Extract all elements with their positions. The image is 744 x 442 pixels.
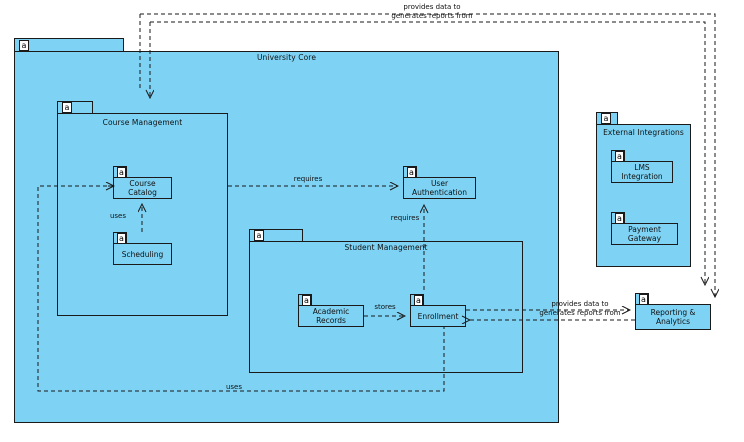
component-label-user-authentication: User Authentication [411, 179, 468, 197]
badge-icon-course-catalog: a [117, 166, 126, 178]
package-title-course-management: Course Management [102, 118, 183, 127]
badge-icon-academic-records: a [302, 294, 311, 306]
edge-label-top-provides: provides data to [403, 3, 461, 11]
component-body-payment-gateway: Payment Gateway [611, 223, 678, 245]
component-tab-academic-records: a [298, 294, 312, 306]
component-label-academic-records: Academic Records [312, 307, 350, 325]
package-tab-student-management: a [249, 229, 303, 241]
component-tab-user-authentication: a [403, 166, 417, 178]
package-tab-external-integrations: a [596, 112, 618, 124]
badge-icon-lms-integration: a [615, 150, 624, 162]
component-body-scheduling: Scheduling [113, 243, 172, 265]
package-body-external-integrations [596, 124, 691, 267]
component-body-user-authentication: User Authentication [403, 177, 476, 199]
component-tab-payment-gateway: a [611, 212, 625, 224]
badge-icon-enrollment: a [414, 294, 423, 306]
edge-label-top-generates: generates reports from [391, 12, 473, 20]
component-body-reporting-analytics: Reporting & Analytics [635, 304, 711, 330]
component-tab-enrollment: a [410, 294, 424, 306]
edge-label-requires-enrollment-auth: requires [390, 214, 420, 222]
edge-label-requires-catalog-auth: requires [293, 175, 323, 183]
package-title-student-management: Student Management [344, 243, 428, 252]
component-label-reporting-analytics: Reporting & Analytics [650, 308, 696, 326]
package-title-university-core: University Core [256, 53, 317, 62]
edge-label-stores: stores [374, 303, 396, 311]
component-tab-reporting-analytics: a [635, 293, 649, 305]
component-tab-scheduling: a [113, 232, 127, 244]
component-tab-lms-integration: a [611, 150, 625, 162]
component-label-scheduling: Scheduling [121, 249, 164, 259]
component-body-lms-integration: LMS Integration [611, 161, 673, 183]
package-tab-university-core: a [14, 38, 124, 51]
component-body-enrollment: Enrollment [410, 305, 466, 327]
edge-label-uses-bottom: uses [225, 383, 243, 391]
package-body-course-management [57, 113, 228, 316]
badge-icon-user-authentication: a [407, 166, 416, 178]
component-label-payment-gateway: Payment Gateway [627, 225, 662, 243]
component-label-enrollment: Enrollment [417, 311, 459, 321]
badge-icon-student-management: a [254, 230, 264, 241]
badge-icon-payment-gateway: a [615, 212, 624, 224]
badge-icon-reporting-analytics: a [639, 293, 648, 305]
component-label-course-catalog: Course Catalog [128, 179, 157, 197]
component-body-course-catalog: Course Catalog [113, 177, 172, 199]
edge-label-uses-scheduling-catalog: uses [109, 212, 127, 220]
package-title-external-integrations: External Integrations [603, 128, 684, 137]
badge-icon-scheduling: a [117, 232, 126, 244]
badge-icon-external-integrations: a [601, 113, 611, 124]
edge-label-mid-generates: generates reports from [539, 309, 621, 317]
component-body-academic-records: Academic Records [298, 305, 364, 327]
edge-label-mid-provides: provides data to [551, 300, 609, 308]
component-label-lms-integration: LMS Integration [621, 163, 663, 181]
package-tab-course-management: a [57, 101, 93, 113]
component-tab-course-catalog: a [113, 166, 127, 178]
badge-icon-course-management: a [62, 102, 72, 113]
badge-icon-university-core: a [19, 39, 29, 51]
